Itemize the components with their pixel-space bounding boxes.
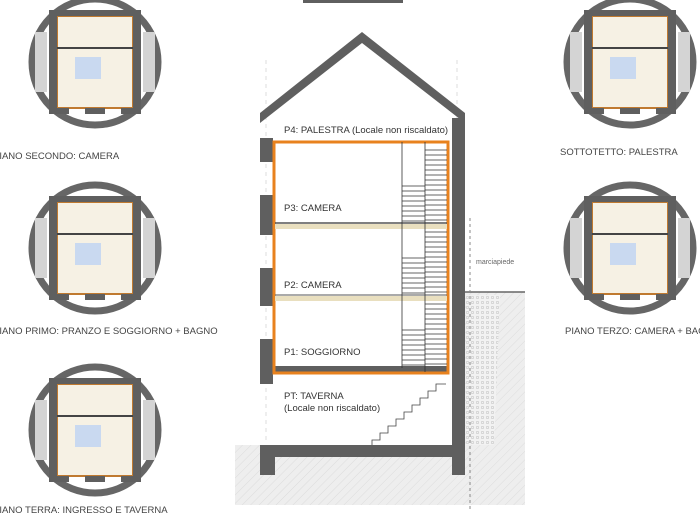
plan-wall — [133, 378, 141, 482]
plan-wall — [49, 378, 57, 482]
plan-wall — [620, 294, 640, 300]
plan-wall — [133, 196, 141, 300]
plan-wall — [620, 108, 640, 114]
plan-shadow — [35, 32, 47, 92]
plan-piano-primo — [28, 181, 162, 315]
plan-wall — [668, 10, 676, 114]
plan-wall — [85, 294, 105, 300]
plan-wall — [584, 10, 676, 16]
plan-piano-terzo — [563, 181, 697, 315]
plan-shadow — [143, 400, 155, 460]
plan-wall — [121, 108, 141, 114]
plan-furniture — [75, 243, 101, 265]
plan-wall — [584, 10, 592, 114]
caption-sottotetto: SOTTOTETTO: PALESTRA — [560, 147, 678, 158]
floor-label-p1: P1: SOGGIORNO — [284, 347, 361, 358]
plan-wall — [584, 294, 604, 300]
floor-label-pt: PT: TAVERNA — [284, 391, 344, 402]
plan-furniture — [610, 243, 636, 265]
plan-shadow — [570, 218, 582, 278]
floor-label-p4: P4: PALESTRA (Locale non riscaldato) — [284, 125, 448, 136]
plan-wall — [49, 196, 57, 300]
plan-wall — [49, 294, 69, 300]
plan-furniture — [75, 57, 101, 79]
insulated-envelope — [272, 140, 450, 375]
plan-shadow — [678, 32, 690, 92]
floor-label-pt-note: (Locale non riscaldato) — [284, 403, 380, 414]
walls — [260, 118, 465, 475]
plan-wall — [49, 108, 69, 114]
floor-label-p3: P3: CAMERA — [284, 203, 342, 214]
plan-shadow — [143, 32, 155, 92]
plan-wall — [49, 10, 57, 114]
caption-piano-terra: PIANO TERRA: INGRESSO E TAVERNA — [0, 505, 168, 516]
plan-shadow — [35, 400, 47, 460]
plan-piano-secondo — [28, 0, 162, 129]
plan-wall — [49, 196, 141, 202]
plan-wall — [49, 476, 69, 482]
plan-shadow — [678, 218, 690, 278]
plan-wall — [49, 10, 141, 16]
plan-wall — [85, 108, 105, 114]
plan-wall — [584, 108, 604, 114]
plan-wall — [121, 476, 141, 482]
plan-shadow — [143, 218, 155, 278]
caption-piano-primo: PIANO PRIMO: PRANZO E SOGGIORNO + BAGNO — [0, 326, 218, 337]
plan-wall — [656, 108, 676, 114]
staircase — [401, 142, 447, 372]
plan-shadow — [570, 32, 582, 92]
plan-wall — [584, 196, 592, 300]
plan-furniture — [75, 425, 101, 447]
plan-sottotetto — [563, 0, 697, 129]
plan-piano-terra — [28, 363, 162, 497]
plan-wall — [133, 10, 141, 114]
caption-piano-terzo: PIANO TERZO: CAMERA + BAGNO — [565, 326, 700, 337]
sidewalk-label: marciapiede — [476, 259, 514, 266]
plan-wall — [121, 294, 141, 300]
floor-slabs — [275, 222, 447, 301]
plan-wall — [584, 196, 676, 202]
plan-wall — [85, 476, 105, 482]
plan-wall — [668, 196, 676, 300]
plan-wall — [656, 294, 676, 300]
plan-wall — [49, 378, 141, 384]
top-bar — [303, 0, 403, 3]
caption-piano-secondo: PIANO SECONDO: CAMERA — [0, 151, 120, 162]
basement-stair — [371, 383, 446, 445]
plan-furniture — [610, 57, 636, 79]
floor-label-p2: P2: CAMERA — [284, 280, 342, 291]
roof — [260, 32, 465, 123]
plan-shadow — [35, 218, 47, 278]
